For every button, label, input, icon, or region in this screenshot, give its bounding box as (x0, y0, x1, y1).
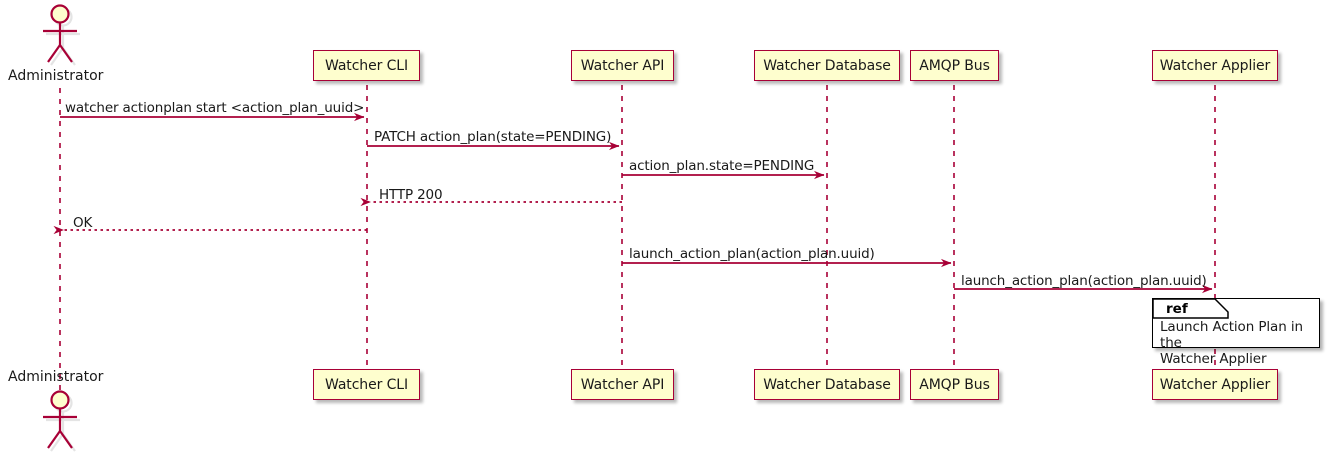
participant-box-watcher-database-top[interactable]: Watcher Database (754, 50, 900, 81)
actor-label-administrator-bottom: Administrator (8, 369, 104, 385)
message-label-6: launch_action_plan(action_plan.uuid) (629, 246, 875, 262)
ref-body-line-2: Watcher Applier (1160, 351, 1267, 367)
participant-box-watcher-applier-top[interactable]: Watcher Applier (1152, 50, 1278, 81)
message-label-2: PATCH action_plan(state=PENDING) (374, 129, 612, 145)
participant-label-watcher-cli: Watcher CLI (324, 57, 408, 74)
participant-label-amqp-bus-bottom: AMQP Bus (919, 376, 990, 393)
participant-box-watcher-applier-bottom[interactable]: Watcher Applier (1152, 369, 1278, 400)
ref-body-line-1: Launch Action Plan in the (1160, 319, 1303, 351)
ref-fragment[interactable]: ref Launch Action Plan in the Watcher Ap… (1152, 298, 1320, 367)
participant-box-watcher-api-bottom[interactable]: Watcher API (571, 369, 674, 400)
participant-label-watcher-applier-bottom: Watcher Applier (1159, 376, 1271, 393)
actor-administrator-top (43, 4, 80, 66)
participant-box-watcher-database-bottom[interactable]: Watcher Database (754, 369, 900, 400)
participant-label-watcher-database: Watcher Database (763, 57, 891, 74)
ref-tab-shape (1153, 299, 1229, 319)
participant-box-watcher-api-top[interactable]: Watcher API (571, 50, 674, 81)
message-arrows (53, 112, 1213, 294)
ref-keyword-label: ref (1166, 301, 1188, 317)
message-label-3: action_plan.state=PENDING (629, 158, 815, 174)
message-label-4: HTTP 200 (379, 187, 443, 203)
participant-label-watcher-api-bottom: Watcher API (580, 376, 665, 393)
participant-label-watcher-applier: Watcher Applier (1159, 57, 1271, 74)
participant-label-watcher-database-bottom: Watcher Database (763, 376, 891, 393)
participant-label-watcher-api: Watcher API (580, 57, 665, 74)
participant-box-amqp-bus-top[interactable]: AMQP Bus (910, 50, 999, 81)
participant-box-watcher-cli-bottom[interactable]: Watcher CLI (313, 369, 420, 400)
participant-label-amqp-bus: AMQP Bus (919, 57, 990, 74)
actor-administrator-bottom (43, 390, 80, 452)
message-label-7: launch_action_plan(action_plan.uuid) (961, 273, 1207, 289)
lifelines (59, 85, 1216, 396)
participant-box-watcher-cli-top[interactable]: Watcher CLI (313, 50, 420, 81)
actor-label-administrator-top: Administrator (8, 68, 104, 84)
message-label-1: watcher actionplan start <action_plan_uu… (65, 100, 365, 116)
participant-label-watcher-cli-bottom: Watcher CLI (324, 376, 408, 393)
participant-box-amqp-bus-bottom[interactable]: AMQP Bus (910, 369, 999, 400)
ref-body-text: Launch Action Plan in the Watcher Applie… (1160, 319, 1320, 367)
message-label-5: OK (73, 215, 93, 231)
